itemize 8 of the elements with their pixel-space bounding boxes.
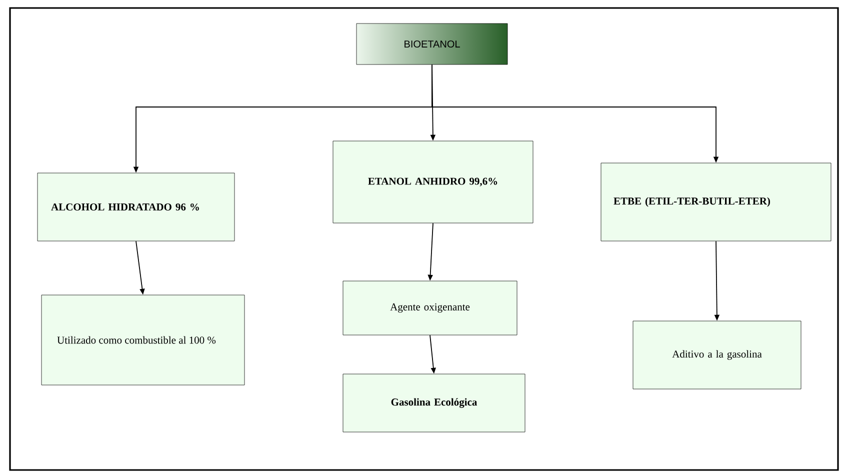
title-box: BIOETANOL <box>356 23 508 65</box>
process-box: ALCOHOL HIDRATADO 96 % <box>37 172 235 242</box>
process-box: Utilizado como combustible al 100 % <box>41 294 245 386</box>
process-box: Agente oxigenante <box>342 280 518 336</box>
process-box: ETBE (ETIL-TER-BUTIL-ETER) <box>600 162 832 242</box>
process-box: Aditivo a la gasolina <box>632 320 802 390</box>
process-box: Gasolina Ecológica <box>342 374 526 432</box>
process-box: ETANOL ANHIDRO 99,6% <box>332 140 534 224</box>
